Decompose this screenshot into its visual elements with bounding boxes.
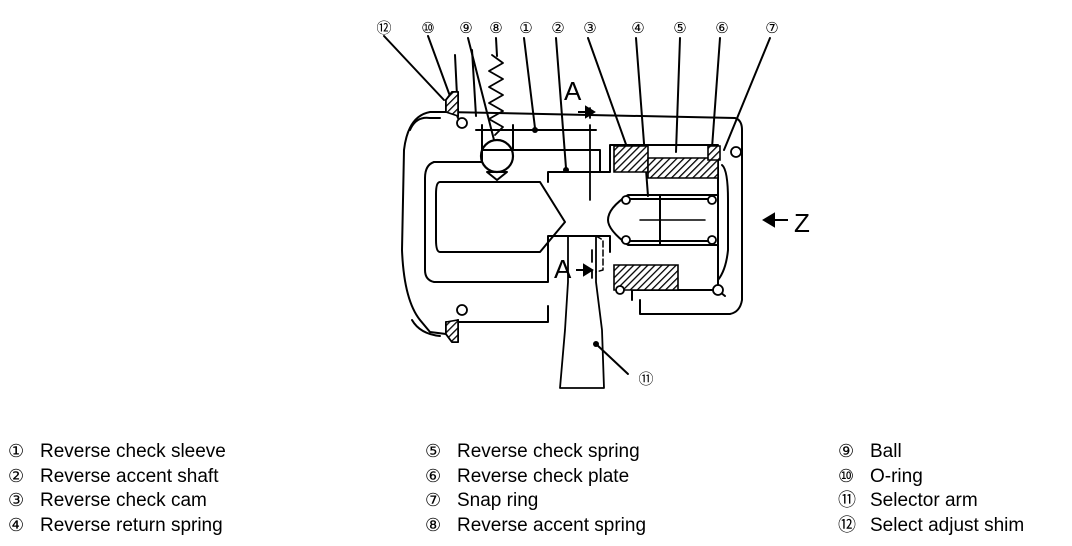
section-label-a-bottom: A	[554, 254, 572, 284]
legend-label: Snap ring	[457, 490, 539, 511]
legend-item: ⑦ Snap ring	[425, 489, 646, 514]
reverse-check-plate	[647, 157, 719, 179]
callout-12: ⑫	[376, 19, 391, 37]
shim-bottom-hatch	[445, 319, 459, 343]
legend-item: ⑥ Reverse check plate	[425, 465, 646, 490]
legend-item: ③ Reverse check cam	[8, 489, 226, 514]
legend-label: Reverse check sleeve	[40, 441, 226, 462]
legend-number: ⑩	[838, 465, 855, 487]
reverse-check-diagram: ⑫ ⑩ ⑨ ⑧ ① ② ③ ④ ⑤ ⑥ ⑦ ⑪ A A Z	[376, 19, 810, 389]
legend-label: O-ring	[870, 465, 923, 487]
legend-number: ⑦	[425, 490, 442, 511]
callout-6: ⑥	[715, 19, 728, 37]
reverse-accent-spring	[488, 54, 504, 136]
leader-11	[595, 343, 629, 375]
legend-item: ④ Reverse return spring	[8, 514, 226, 539]
callout-1: ①	[519, 19, 532, 37]
legend-number: ⑪	[838, 490, 856, 511]
legend-label: Ball	[870, 441, 902, 462]
leader-2	[555, 37, 567, 169]
legend-label: Reverse check spring	[457, 441, 640, 462]
housing-left-wall	[401, 111, 447, 335]
legend-label: Selector arm	[870, 490, 978, 511]
callout-3: ③	[583, 19, 596, 37]
o-ring-bottom	[456, 304, 468, 316]
leader-3	[587, 37, 629, 151]
callout-7: ⑦	[765, 19, 778, 37]
leader-12	[383, 35, 445, 101]
section-label-a-top: A	[564, 76, 582, 106]
legend-column-1: ① Reverse check sleeve ② Reverse accent sh…	[8, 440, 226, 538]
legend-number: ⑨	[838, 441, 855, 462]
ball	[479, 138, 515, 174]
legend-label: Reverse check cam	[40, 490, 207, 511]
leader-7	[723, 37, 771, 151]
reverse-accent-shaft	[435, 181, 566, 253]
callout-10: ⑩	[421, 19, 434, 37]
callout-2: ②	[551, 19, 564, 37]
legend-item: ⑫ Select adjust shim	[838, 514, 1024, 539]
snap-ring	[707, 145, 721, 161]
legend-label: Reverse accent spring	[457, 514, 647, 536]
reverse-return-spring-cavity	[607, 194, 719, 246]
legend-number: ②	[8, 465, 25, 487]
legend-number: ⑤	[425, 441, 442, 462]
leader-8	[495, 37, 498, 57]
view-label-z: Z	[794, 208, 810, 238]
legend-item: ⑩ O-ring	[838, 465, 1024, 490]
leader-6	[711, 37, 721, 149]
callout-9: ⑨	[459, 19, 472, 37]
legend-item: ② Reverse accent shaft	[8, 465, 226, 490]
legend-item: ⑨ Ball	[838, 440, 1024, 465]
legend-label: Reverse check plate	[457, 465, 630, 487]
legend-number: ⑥	[425, 465, 442, 487]
callout-4: ④	[631, 19, 644, 37]
reverse-check-cam	[613, 145, 649, 173]
legend-number: ③	[8, 490, 25, 511]
legend-number: ①	[8, 441, 25, 462]
legend-number: ⑧	[425, 514, 442, 536]
legend-column-2: ⑤ Reverse check spring ⑥ Reverse check pla…	[425, 440, 646, 538]
leader-9	[467, 37, 495, 141]
legend-column-3: ⑨ Ball ⑩ O-ring ⑪ Selector arm ⑫ Select adju…	[838, 440, 1024, 538]
reverse-check-cam-lower	[613, 264, 679, 291]
callout-5: ⑤	[673, 19, 686, 37]
legend-label: Reverse accent shaft	[40, 465, 219, 487]
o-ring-top	[456, 117, 468, 129]
callout-8: ⑧	[489, 19, 502, 37]
legend-label: Select adjust shim	[870, 514, 1025, 536]
legend-item: ⑪ Selector arm	[838, 489, 1024, 514]
legend-item: ① Reverse check sleeve	[8, 440, 226, 465]
legend-number: ④	[8, 514, 25, 536]
selector-arm	[559, 235, 605, 389]
leader-5	[675, 37, 681, 153]
legend-item: ⑤ Reverse check spring	[425, 440, 646, 465]
leader-1	[523, 37, 536, 129]
shim-top-hatch	[445, 91, 459, 118]
legend-item: ⑧ Reverse accent spring	[425, 514, 646, 539]
callout-11: ⑪	[638, 370, 653, 388]
legend-number: ⑫	[838, 514, 856, 536]
legend-label: Reverse return spring	[40, 514, 223, 536]
